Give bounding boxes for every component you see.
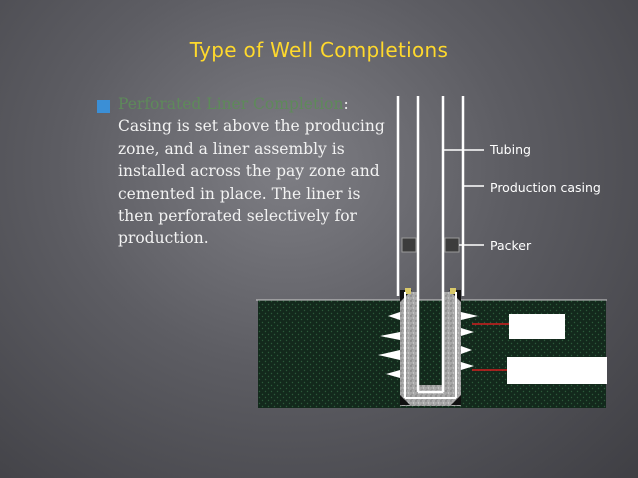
completion-description: : Casing is set above the producing zone…: [118, 95, 385, 248]
perforation-left-1: [388, 312, 400, 320]
perforation-left-3: [378, 350, 400, 360]
perforation-left-4: [386, 370, 400, 378]
production-casing-label: Production casing: [490, 180, 601, 195]
cement-bottom: [400, 385, 461, 406]
packer-label: Packer: [490, 238, 532, 253]
cement-corner-left: [400, 395, 410, 405]
perforation-right-3: [461, 346, 472, 354]
packer-left: [401, 237, 417, 253]
packer-right: [444, 237, 460, 253]
perforation-right-4: [461, 362, 474, 370]
tubing-label: Tubing: [490, 142, 531, 157]
perforation-right-2: [461, 328, 474, 336]
blank-label-box-2: [507, 357, 607, 384]
perforation-right-1: [461, 312, 478, 320]
seal-left: [405, 288, 411, 294]
bullet-marker: [97, 100, 110, 113]
perforation-left-2: [380, 332, 400, 340]
blank-label-box-1: [509, 314, 565, 339]
seal-right: [450, 288, 456, 294]
cement-corner-right: [451, 395, 461, 405]
bullet-text: Perforated Liner Completion: Casing is s…: [118, 93, 388, 250]
slide-title: Type of Well Completions: [189, 38, 449, 62]
completion-type-term: Perforated Liner Completion: [118, 95, 344, 113]
